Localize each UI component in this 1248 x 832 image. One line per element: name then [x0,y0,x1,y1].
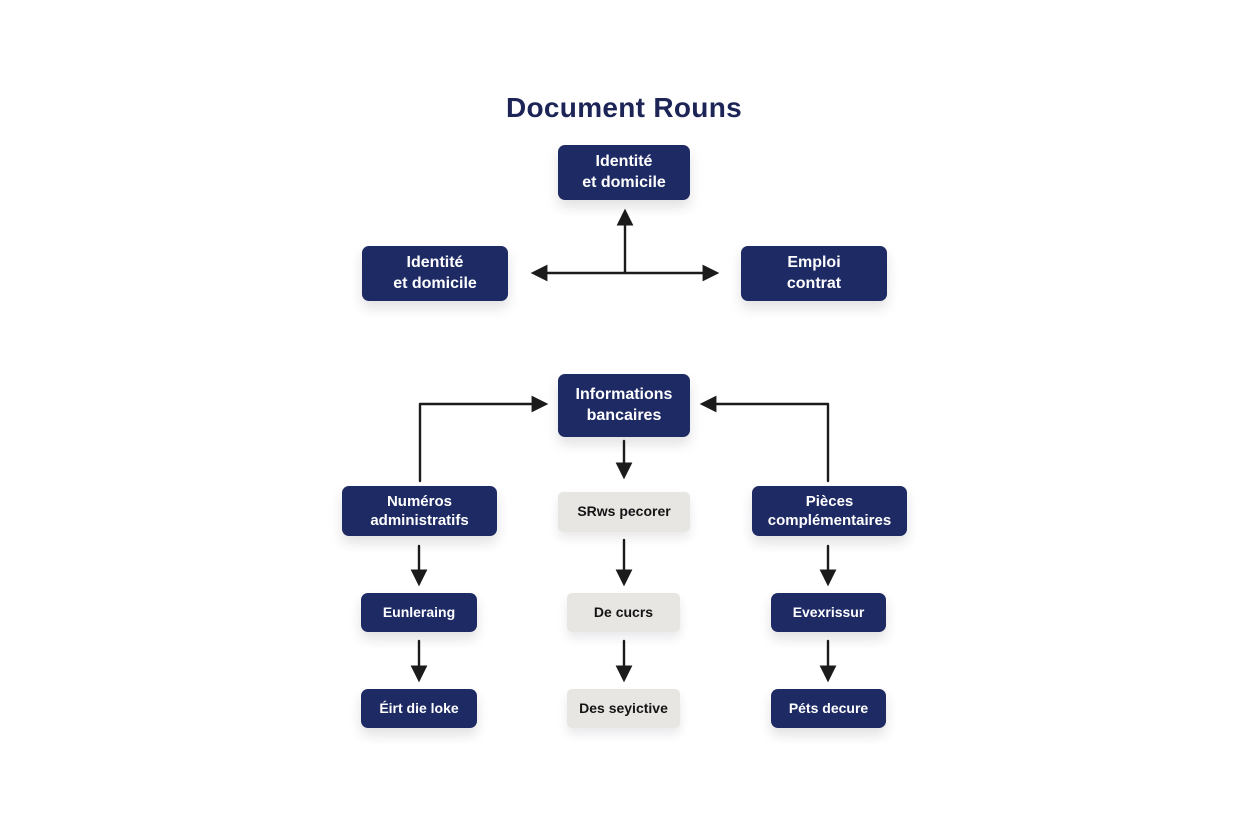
node-pets-decure: Péts decure [771,689,886,728]
node-emploi-contrat: Emploi contrat [741,246,887,301]
node-eirt-die-loke: Éirt die loke [361,689,477,728]
node-identite-domicile-left: Identité et domicile [362,246,508,301]
arrow-right-into-center [699,395,830,483]
diagram-title: Document Rouns [506,92,742,123]
node-pieces-complementaires: Pièces complémentaires [752,486,907,536]
node-identite-domicile-top: Identité et domicile [558,145,690,200]
node-eunleraing: Eunleraing [361,593,477,632]
node-de-cucrs: De cucrs [567,593,680,632]
node-evexrissur: Evexrissur [771,593,886,632]
node-informations-bancaires: Informations bancaires [558,374,690,437]
node-srws-pecorer: SRws pecorer [558,492,690,532]
node-numeros-administratifs: Numéros administratifs [342,486,497,536]
node-des-seyictive: Des seyictive [567,689,680,728]
arrow-left-into-center [418,395,549,483]
